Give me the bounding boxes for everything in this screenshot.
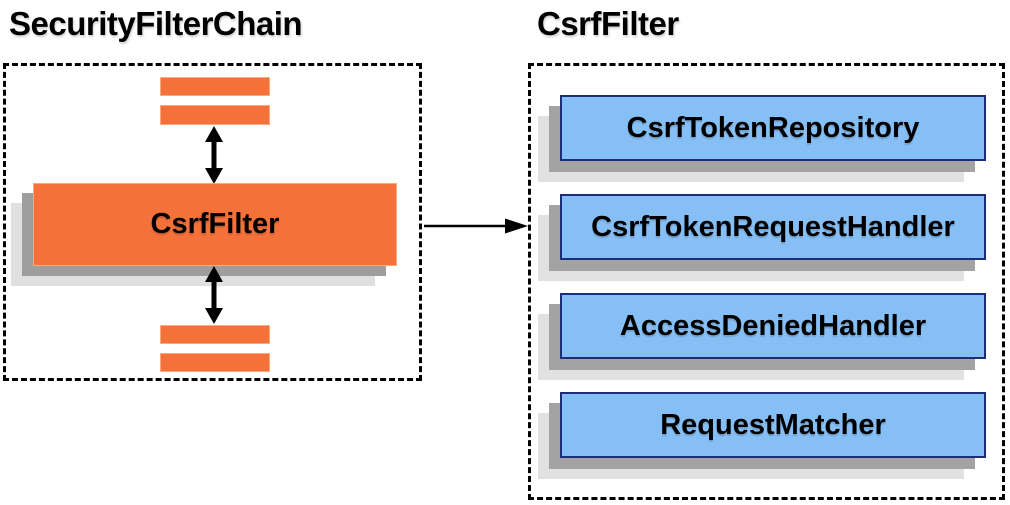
arrow-right-icon: [424, 218, 528, 234]
csrf-filter-container: [528, 63, 1005, 500]
filter-chain-bar: [160, 353, 270, 372]
component-csrf-token-request-handler: CsrfTokenRequestHandler: [560, 194, 986, 260]
double-headed-arrow-icon: [205, 126, 223, 184]
security-filter-chain-container: [3, 63, 422, 381]
filter-chain-bar: [160, 325, 270, 344]
csrf-filter-title: CsrfFilter: [537, 5, 679, 42]
component-csrf-token-repository: CsrfTokenRepository: [560, 95, 986, 161]
component-access-denied-handler: AccessDeniedHandler: [560, 293, 986, 359]
component-request-matcher: RequestMatcher: [560, 392, 986, 458]
double-headed-arrow-icon: [205, 266, 223, 324]
filter-chain-bar: [160, 77, 270, 96]
filter-chain-bar: [160, 105, 270, 125]
security-filter-chain-title: SecurityFilterChain: [9, 5, 303, 42]
csrf-filter-node: CsrfFilter: [33, 183, 397, 266]
